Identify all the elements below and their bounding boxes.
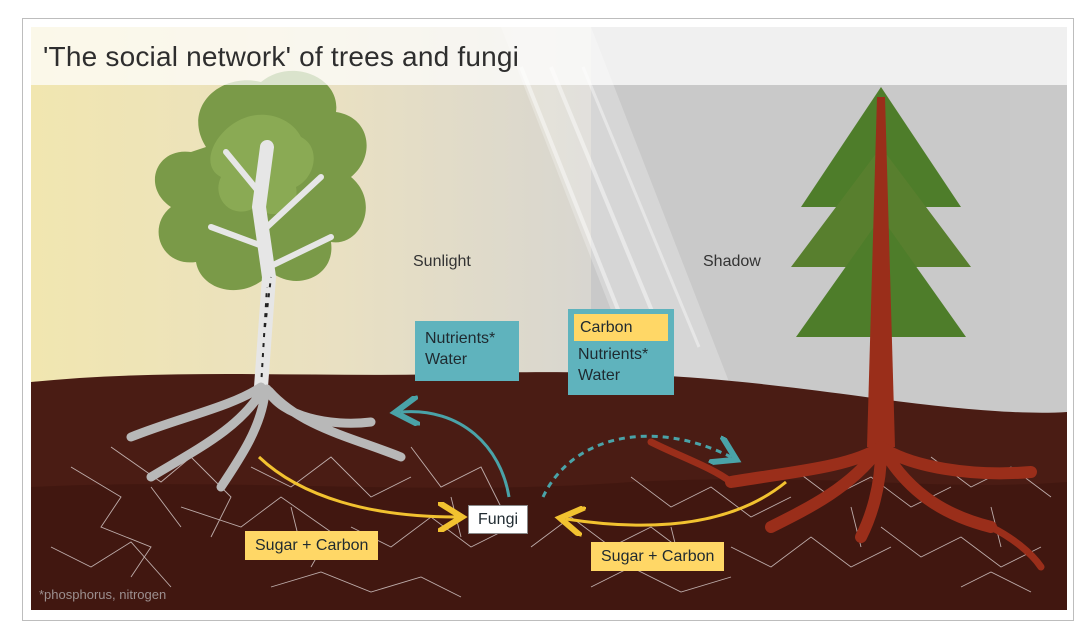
- sunlight-label: Sunlight: [413, 253, 471, 271]
- soil-deep: [31, 479, 1067, 610]
- right-carbon-tag: Carbon: [574, 314, 668, 341]
- sugar-carbon-right-box: Sugar + Carbon: [591, 542, 724, 571]
- diagram-title: 'The social network' of trees and fungi: [43, 41, 519, 73]
- left-nutrients-text: Nutrients*: [425, 328, 509, 349]
- diagram-scene: 'The social network' of trees and fungi …: [31, 27, 1067, 610]
- right-nutrients-box: Carbon Nutrients* Water: [568, 309, 674, 395]
- shadow-label: Shadow: [703, 253, 761, 271]
- left-nutrients-box: Nutrients* Water: [415, 321, 519, 381]
- fungi-box: Fungi: [468, 505, 528, 534]
- sugar-carbon-left-box: Sugar + Carbon: [245, 531, 378, 560]
- figure-frame: 'The social network' of trees and fungi …: [22, 18, 1074, 621]
- left-water-text: Water: [425, 349, 509, 370]
- right-water-text: Water: [578, 365, 664, 386]
- diagram-illustration: [31, 27, 1067, 610]
- footnote: *phosphorus, nitrogen: [39, 587, 166, 602]
- right-nutrients-text: Nutrients*: [578, 344, 664, 365]
